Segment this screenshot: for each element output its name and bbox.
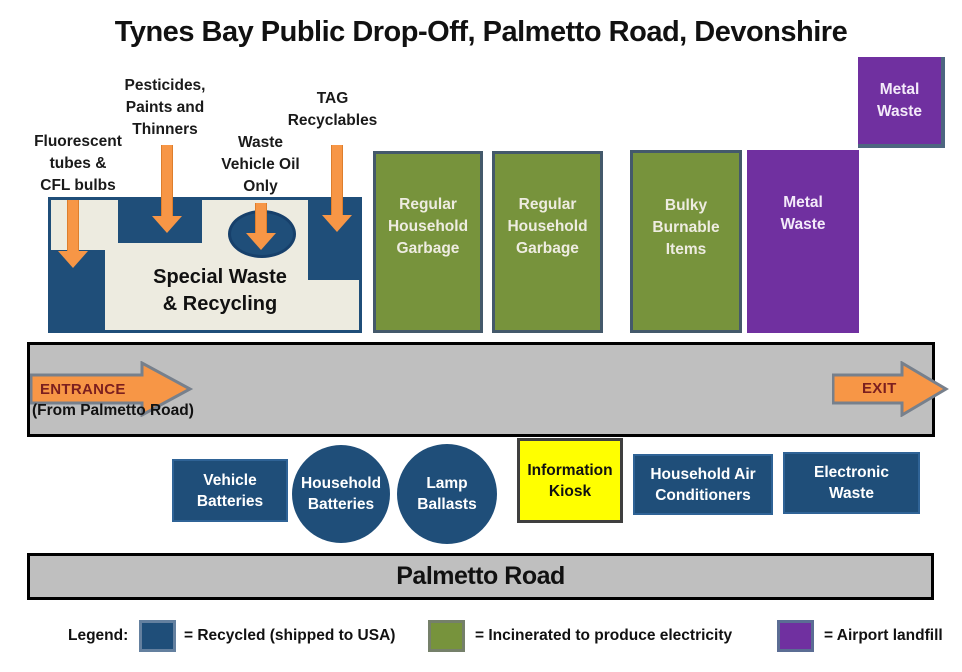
- dropoff-household-batteries: Household Batteries: [292, 445, 390, 543]
- zone-bulky-burnable-items: Bulky Burnable Items: [630, 150, 742, 333]
- callout-fluorescent-tubes: Fluorescent tubes & CFL bulbs: [34, 133, 122, 194]
- entrance-sub-label: (From Palmetto Road): [32, 402, 194, 419]
- legend-swatch-incinerated: [428, 620, 465, 652]
- exit-arrow-icon: [832, 361, 949, 417]
- down-arrow-icon: [322, 145, 352, 232]
- special-waste-area: Special Waste & Recycling: [48, 197, 362, 333]
- down-arrow-icon: [58, 200, 88, 268]
- exit-label: EXIT: [862, 380, 897, 397]
- page-title: Tynes Bay Public Drop-Off, Palmetto Road…: [114, 16, 848, 48]
- information-kiosk: Information Kiosk: [517, 438, 623, 523]
- zone-metal-waste-large: Metal Waste: [747, 150, 859, 333]
- entrance-arrow-icon: [30, 361, 194, 417]
- callout-tag-recyclables: TAG Recyclables: [287, 90, 378, 129]
- legend-swatch-landfill: [777, 620, 814, 652]
- special-waste-label: Special Waste & Recycling: [153, 266, 287, 315]
- callout-waste-vehicle-oil: Waste Vehicle Oil Only: [221, 134, 300, 195]
- dropoff-electronic-waste: Electronic Waste: [783, 452, 920, 514]
- zone-regular-household-garbage-1: Regular Household Garbage: [373, 151, 483, 333]
- legend-text-recycled: = Recycled (shipped to USA): [184, 627, 396, 644]
- legend-text-incinerated: = Incinerated to produce electricity: [475, 627, 733, 644]
- palmetto-road: Palmetto Road: [27, 553, 934, 600]
- zone-metal-waste-small: Metal Waste: [858, 57, 945, 148]
- down-arrow-icon: [152, 145, 182, 233]
- palmetto-road-label: Palmetto Road: [396, 562, 565, 590]
- facility-road: ENTRANCE (From Palmetto Road) EXIT: [27, 342, 949, 437]
- down-arrow-icon: [246, 203, 276, 250]
- legend-title: Legend:: [68, 627, 129, 644]
- zone-regular-household-garbage-2: Regular Household Garbage: [492, 151, 603, 333]
- legend-swatch-recycled: [139, 620, 176, 652]
- callout-pesticides-paints: Pesticides, Paints and Thinners: [124, 77, 206, 138]
- entrance-label: ENTRANCE: [40, 381, 126, 398]
- dropoff-vehicle-batteries: Vehicle Batteries: [172, 459, 288, 522]
- legend-text-landfill: = Airport landfill: [824, 627, 943, 644]
- dropoff-air-conditioners: Household Air Conditioners: [633, 454, 773, 515]
- dropoff-lamp-ballasts: Lamp Ballasts: [397, 444, 497, 544]
